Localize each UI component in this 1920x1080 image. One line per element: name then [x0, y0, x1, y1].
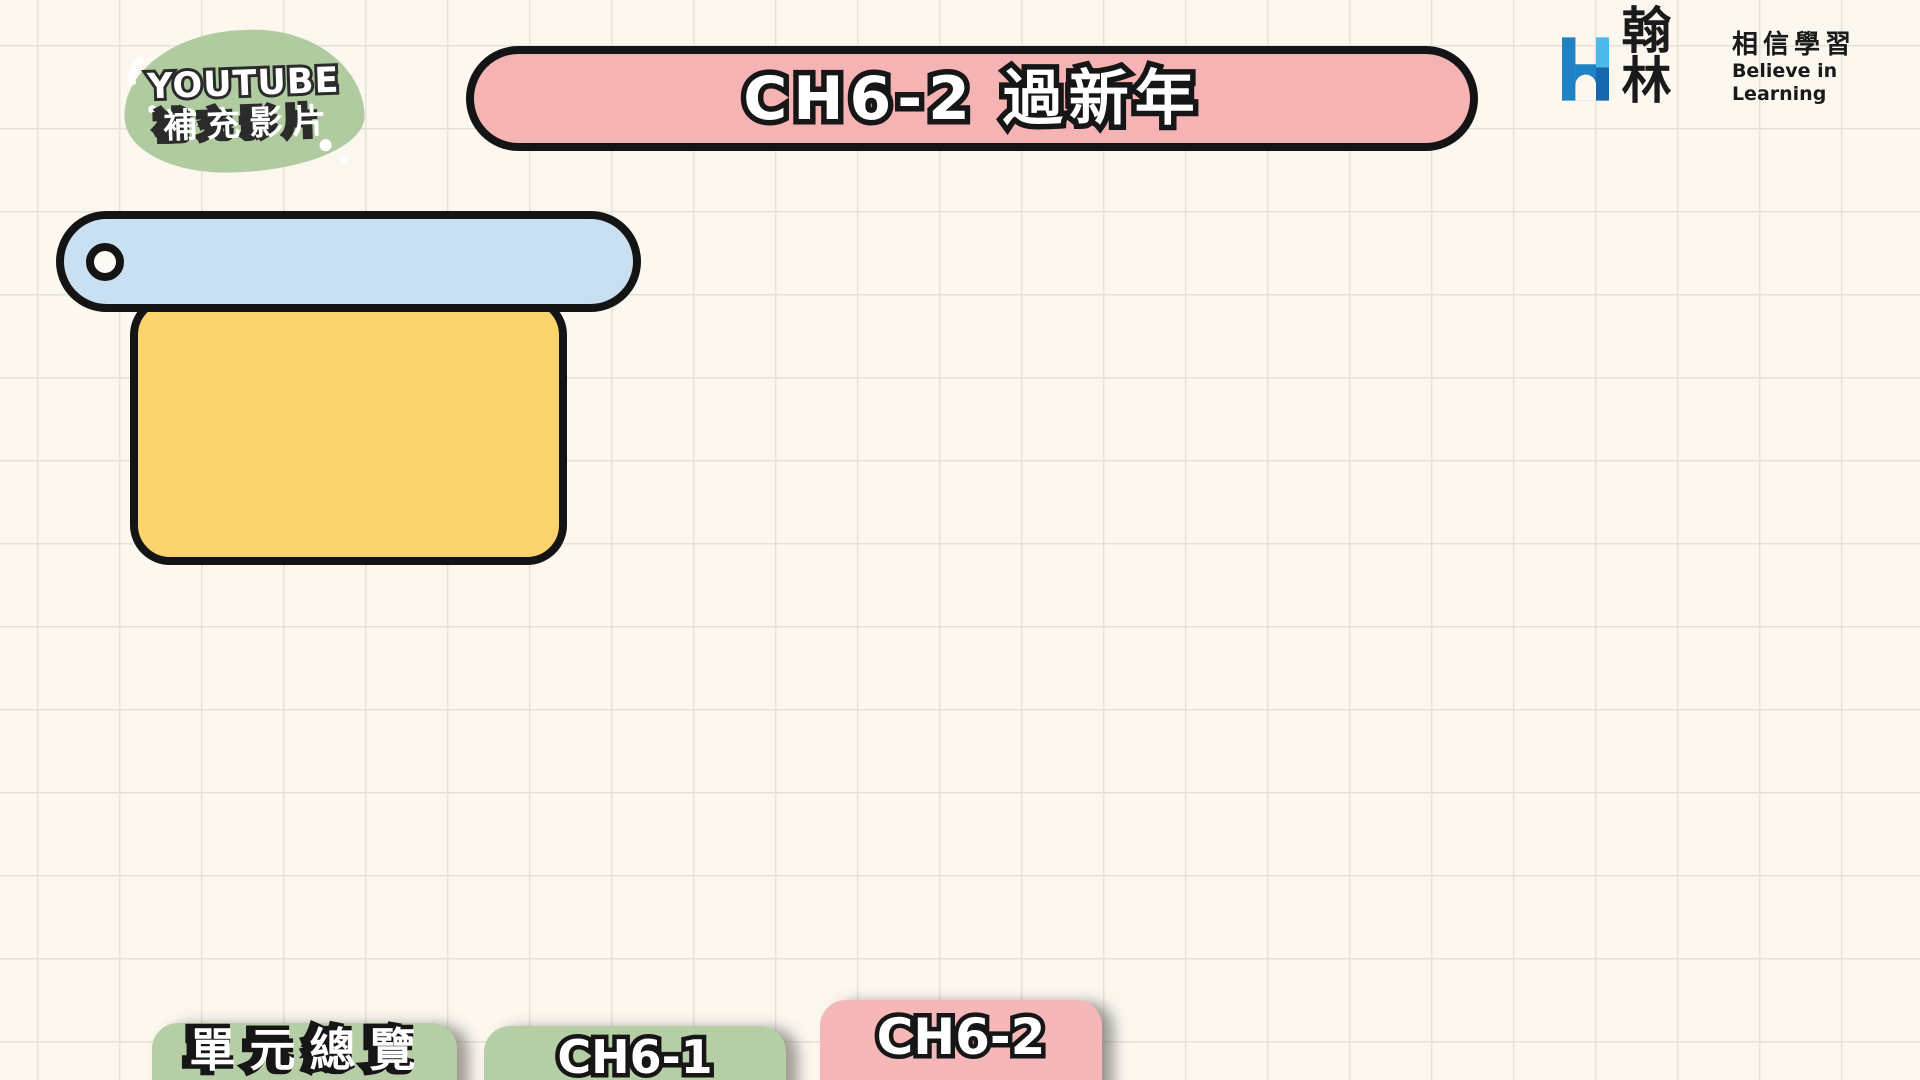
- title-pill: CH6-2 過新年: [466, 46, 1478, 151]
- tab-ch6-2-active[interactable]: CH6-2: [820, 1000, 1102, 1080]
- logo-slogans: 相信學習 Believe in Learning: [1731, 29, 1920, 106]
- tab-ch6-2-label: CH6-2: [877, 1010, 1046, 1066]
- video-card-body[interactable]: [130, 295, 567, 565]
- youtube-supplement-badge: YOUTUBE 補充影片: [121, 25, 367, 177]
- tab-unit-overview[interactable]: 單元總覽: [152, 1023, 457, 1080]
- tab-ch6-1-label: CH6-1: [557, 1032, 713, 1080]
- video-card-tab[interactable]: [56, 211, 641, 312]
- badge-dot-icon: [339, 154, 349, 163]
- badge-line1: YOUTUBE: [147, 61, 340, 108]
- tab-unit-overview-label: 單元總覽: [180, 1025, 430, 1076]
- page-title: CH6-2 過新年: [743, 66, 1201, 132]
- hanlin-h-icon: [1562, 37, 1610, 101]
- tab-ch6-1[interactable]: CH6-1: [484, 1026, 786, 1080]
- logo-brand-text: 翰林: [1621, 2, 1676, 110]
- hanlin-logo: 翰林 相信學習 Believe in Learning: [1562, 6, 1920, 106]
- logo-slogan-zh: 相信學習: [1731, 29, 1856, 60]
- logo-slogan-en: Believe in Learning: [1731, 60, 1838, 106]
- tag-hole-icon: [86, 242, 124, 281]
- badge-line2: 補充影片: [154, 100, 336, 146]
